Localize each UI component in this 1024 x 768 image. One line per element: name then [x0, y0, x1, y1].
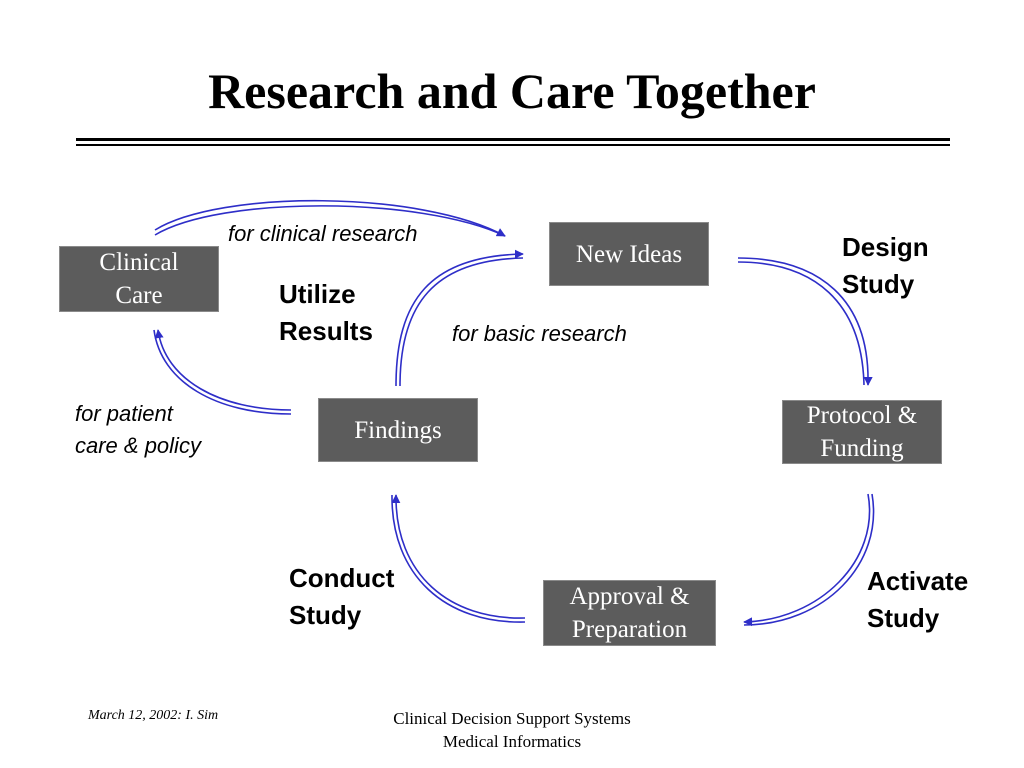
- label-design-study-line2: Study: [842, 269, 915, 299]
- title-rule-thin: [76, 144, 950, 146]
- label-utilize-results-line1: Utilize: [279, 279, 356, 309]
- label-design-study: Design Study: [842, 229, 929, 303]
- label-for-clinical-research: for clinical research: [228, 221, 418, 246]
- label-conduct-study: Conduct Study: [289, 560, 394, 634]
- arrow-findings-to-new-ideas: [395, 249, 524, 387]
- label-for-basic-research: for basic research: [452, 321, 627, 346]
- arrow-protocol-to-approval: [743, 493, 871, 627]
- footer-course-line1: Clinical Decision Support Systems: [393, 709, 631, 728]
- slide-title: Research and Care Together: [208, 63, 816, 119]
- footer-course: Clinical Decision Support Systems Medica…: [312, 707, 712, 753]
- label-utilize-results-line2: Results: [279, 316, 373, 346]
- label-activate-study: Activate Study: [867, 563, 968, 637]
- label-for-patient-care: for patient care & policy: [75, 398, 201, 462]
- label-for-patient-care-line2: care & policy: [75, 433, 201, 458]
- label-utilize-results: Utilize Results: [279, 276, 373, 350]
- node-clinical-care-line1: Clinical: [99, 249, 179, 276]
- arrow-findings-to-clinical-care: [154, 329, 292, 411]
- node-clinical-care-line2: Care: [115, 282, 163, 309]
- node-findings-label: Findings: [354, 416, 442, 444]
- label-conduct-study-line2: Study: [289, 600, 362, 630]
- arrow-approval-to-findings: [391, 494, 526, 619]
- node-approval-preparation-line2: Preparation: [571, 616, 688, 643]
- node-new-ideas: New Ideas: [549, 222, 709, 286]
- node-clinical-care: Clinical Care: [59, 246, 219, 312]
- node-protocol-funding-line2: Funding: [820, 435, 904, 462]
- label-activate-study-line2: Study: [867, 603, 940, 633]
- label-for-patient-care-line1: for patient: [75, 401, 173, 426]
- node-approval-preparation: Approval & Preparation: [543, 580, 716, 646]
- arrow-new-ideas-to-protocol: [737, 257, 873, 386]
- label-design-study-line1: Design: [842, 232, 929, 262]
- title-rule-thick: [76, 138, 950, 141]
- label-activate-study-line1: Activate: [867, 566, 969, 596]
- node-protocol-funding-line1: Protocol &: [806, 402, 918, 429]
- node-approval-preparation-line1: Approval &: [569, 583, 690, 610]
- footer-date-author: March 12, 2002: I. Sim: [88, 708, 219, 723]
- node-protocol-funding: Protocol & Funding: [782, 400, 942, 464]
- arrow-care-to-new-ideas: [154, 199, 506, 237]
- node-new-ideas-label: New Ideas: [575, 240, 683, 268]
- footer-course-line2: Medical Informatics: [442, 732, 582, 751]
- label-conduct-study-line1: Conduct: [289, 563, 395, 593]
- node-findings: Findings: [318, 398, 478, 462]
